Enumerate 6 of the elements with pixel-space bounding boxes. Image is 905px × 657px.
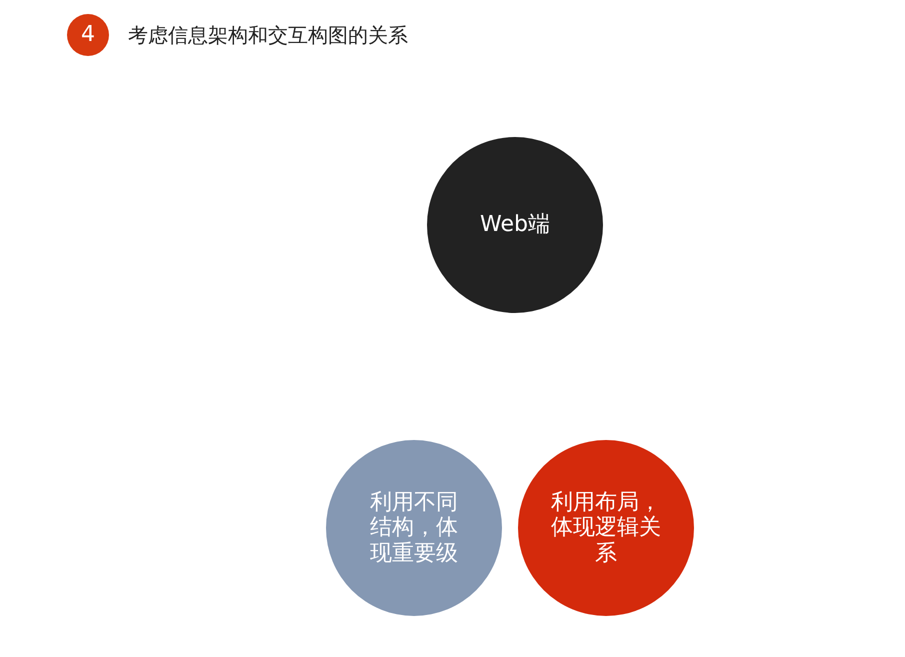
node-label: 4	[80, 22, 96, 48]
node-label: 利用不同结构，体现重要级	[369, 490, 459, 566]
node-label: Web端	[479, 212, 551, 238]
node-label: 利用布局，体现逻辑关系	[550, 490, 662, 566]
number-badge	[67, 14, 109, 56]
heading: 考虑信息架构和交互构图的关系	[128, 22, 408, 49]
